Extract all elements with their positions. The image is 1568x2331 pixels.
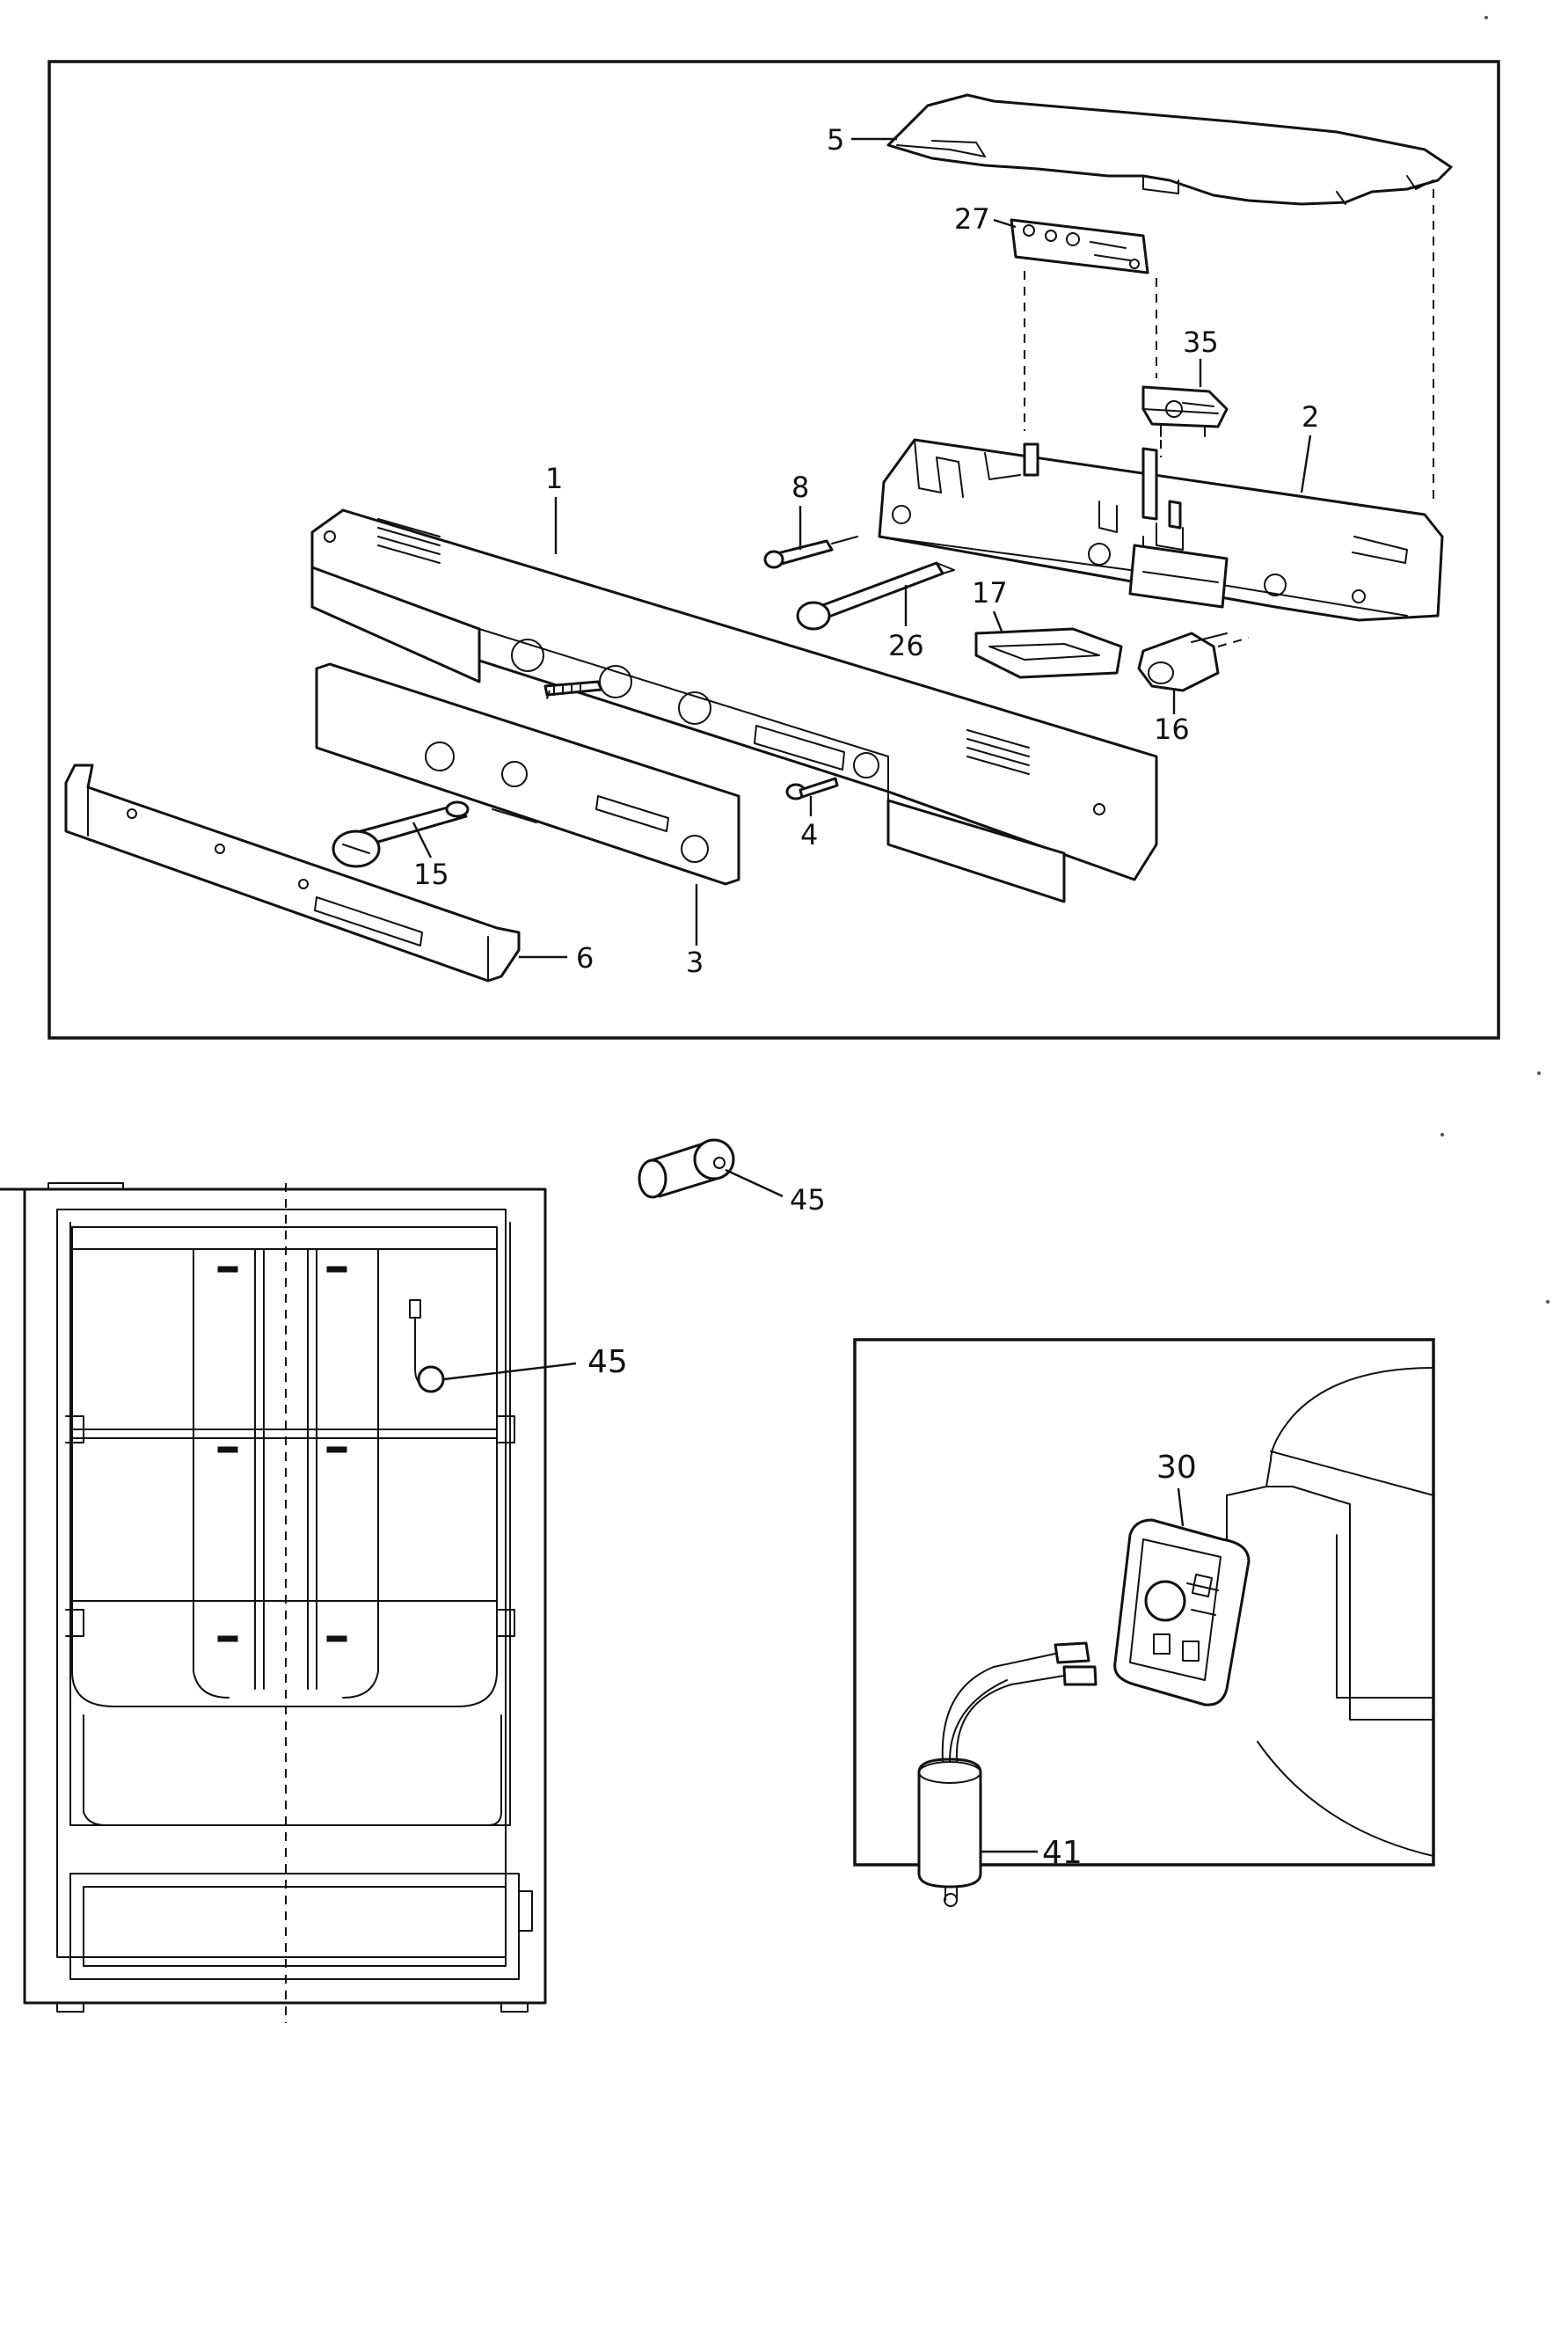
callout-27-label: 27	[954, 202, 990, 236]
part-2-rear-housing	[878, 438, 1444, 622]
callout-4-label: 4	[800, 818, 818, 851]
callout-5: 5	[827, 123, 897, 157]
callout-41: 41	[981, 1835, 1083, 1871]
callout-45-top: 45	[725, 1168, 826, 1217]
callout-26: 26	[888, 585, 924, 662]
part-6-lower-bracket	[64, 764, 521, 983]
callout-1-label: 1	[545, 462, 563, 495]
callout-26-label: 26	[888, 629, 924, 662]
part-5-cover-plate	[886, 93, 1453, 206]
callout-8: 8	[791, 471, 809, 550]
callout-45-cabinet: 45	[443, 1344, 628, 1381]
callout-6-label: 6	[576, 941, 594, 975]
part-27-circuit-board	[1010, 218, 1149, 274]
part-1-front-panel	[310, 508, 1158, 903]
callout-1: 1	[545, 462, 563, 554]
callout-35: 35	[1183, 325, 1219, 387]
part-8-sensor-bulb	[763, 536, 858, 569]
callout-30: 30	[1156, 1450, 1197, 1527]
callout-17-label: 17	[972, 576, 1008, 610]
callout-2-label: 2	[1302, 400, 1319, 434]
callout-45-top-label: 45	[790, 1183, 826, 1217]
front-panel-screw	[543, 680, 603, 697]
callout-3: 3	[686, 884, 704, 979]
top-assembly-frame	[47, 60, 1500, 1040]
part-30-start-relay	[1113, 1518, 1251, 1706]
part-45-plug	[638, 1138, 735, 1199]
callout-4: 4	[800, 796, 818, 851]
callout-15-label: 15	[413, 858, 449, 891]
callout-3-label: 3	[686, 946, 704, 979]
callout-35-label: 35	[1183, 325, 1219, 359]
callout-8-label: 8	[791, 471, 809, 504]
callout-5-label: 5	[827, 123, 844, 157]
callout-27: 27	[954, 202, 1017, 236]
callout-16: 16	[1154, 691, 1190, 746]
part-17-display	[974, 627, 1123, 679]
assembly-alignment-lines	[544, 189, 1434, 705]
part-4-screw	[785, 777, 839, 800]
callout-15: 15	[412, 822, 449, 891]
part-26-lamp-tube	[796, 561, 955, 631]
callout-30-label: 30	[1156, 1450, 1197, 1486]
part-35-switch	[1141, 385, 1229, 437]
callout-2: 2	[1300, 400, 1319, 493]
callout-45-cabinet-label: 45	[587, 1344, 628, 1380]
cabinet-front-view	[0, 1182, 547, 2023]
callout-17: 17	[972, 576, 1008, 634]
scan-artifacts	[1440, 16, 1550, 1304]
compressor-detail-frame	[853, 1338, 1435, 1867]
callout-6: 6	[519, 941, 594, 975]
compressor-body	[1226, 1367, 1434, 1857]
part-3-trim-plate	[315, 662, 740, 886]
part-41-capacitor	[917, 1641, 1098, 1907]
cabinet-sensor-45	[409, 1299, 445, 1393]
callout-41-label: 41	[1042, 1835, 1083, 1871]
callout-16-label: 16	[1154, 712, 1190, 746]
part-16-lamp-socket	[1137, 632, 1228, 692]
